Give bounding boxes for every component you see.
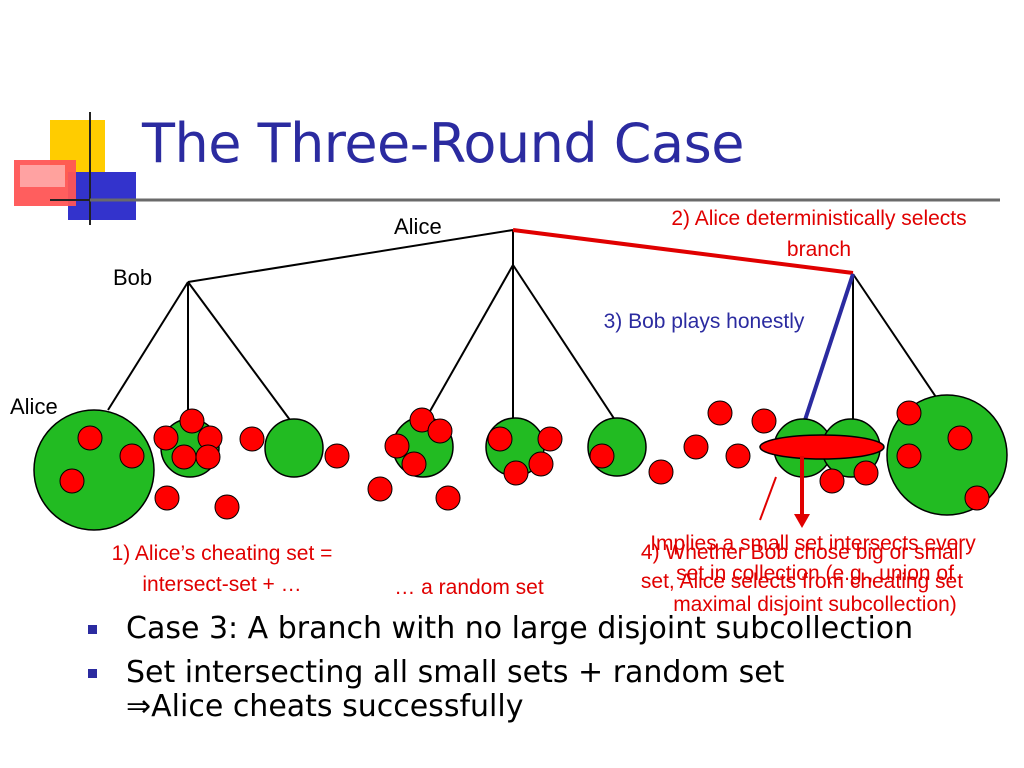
bullet-subtext: ⇒Alice cheats successfully: [126, 689, 524, 724]
bullet-item: Case 3: A branch with no large disjoint …: [88, 612, 988, 646]
red-dot: [214, 494, 240, 520]
red-dot: [853, 460, 879, 486]
annotation-random-set: … a random set: [394, 576, 544, 599]
cheating-set-ellipse: [759, 434, 885, 460]
red-dot: [487, 426, 513, 452]
bullet-list: Case 3: A branch with no large disjoint …: [88, 612, 988, 734]
red-dot: [648, 459, 674, 485]
red-dot: [324, 443, 350, 469]
annotation-collection-1: set in collection (e.g., union of: [676, 562, 954, 585]
red-dots: [59, 400, 990, 520]
red-dot: [964, 485, 990, 511]
set-9: [886, 394, 1008, 516]
red-dot: [171, 444, 197, 470]
annotation-alice-selects-2: branch: [787, 238, 851, 261]
red-dot: [384, 433, 410, 459]
red-dot: [503, 460, 529, 486]
label-bob: Bob: [113, 265, 152, 290]
edge-mid-1: [424, 264, 514, 421]
red-dot: [537, 426, 563, 452]
set-1: [33, 409, 155, 531]
red-dot: [367, 476, 393, 502]
arrow-down-head: [794, 514, 810, 528]
edge-left-1: [107, 281, 189, 411]
red-dot: [427, 418, 453, 444]
red-dot: [725, 443, 751, 469]
red-dot: [528, 451, 554, 477]
red-dot: [119, 443, 145, 469]
game-tree: [107, 229, 941, 421]
annotation-collection-2: maximal disjoint subcollection): [673, 593, 957, 616]
red-dot: [401, 451, 427, 477]
bullet-item: Set intersecting all small sets + random…: [88, 656, 988, 724]
edge-left-3: [187, 281, 291, 421]
annotation-whether-bob-2: set, Alice selects from cheating set: [641, 570, 963, 593]
bullet-text: Set intersecting all small sets + random…: [126, 655, 785, 690]
red-dot: [154, 485, 180, 511]
annotation-alice-selects-1: 2) Alice deterministically selects: [671, 207, 966, 230]
red-dot: [435, 485, 461, 511]
red-dot: [589, 443, 615, 469]
bullet-text: Case 3: A branch with no large disjoint …: [126, 611, 914, 646]
label-alice-root: Alice: [394, 214, 442, 239]
red-dot: [179, 408, 205, 434]
red-dot: [819, 468, 845, 494]
red-dot: [153, 425, 179, 451]
edge-right-3: [852, 273, 941, 404]
slide-title: The Three-Round Case: [142, 112, 744, 175]
bullet-marker: [88, 625, 97, 634]
pointer-line: [759, 476, 777, 521]
red-dot: [751, 408, 777, 434]
bullet-marker: [88, 669, 97, 678]
edge-mid-3: [512, 264, 616, 421]
set-3: [264, 418, 324, 478]
slide-logo: [14, 112, 136, 225]
red-dot: [77, 425, 103, 451]
red-dot: [683, 434, 709, 460]
annotation-cheating-set-2: intersect-set + …: [142, 573, 301, 596]
label-alice-leaf: Alice: [10, 394, 58, 419]
red-dot: [239, 426, 265, 452]
red-dot: [896, 443, 922, 469]
red-dot: [409, 407, 435, 433]
annotation-implies: Implies a small set intersects every: [650, 532, 976, 555]
edge-root-left: [187, 229, 514, 283]
red-dot: [947, 425, 973, 451]
red-dot: [896, 400, 922, 426]
annotation-cheating-set-1: 1) Alice’s cheating set =: [112, 542, 333, 565]
edge-alice-selected: [512, 228, 854, 275]
red-dot: [707, 400, 733, 426]
annotation-bob-honest: 3) Bob plays honestly: [604, 310, 805, 333]
red-dot: [195, 444, 221, 470]
red-dot: [59, 468, 85, 494]
edge-bob-honest: [803, 273, 855, 421]
annotation-whether-bob-1: 4) Whether Bob chose big or small: [641, 541, 963, 564]
